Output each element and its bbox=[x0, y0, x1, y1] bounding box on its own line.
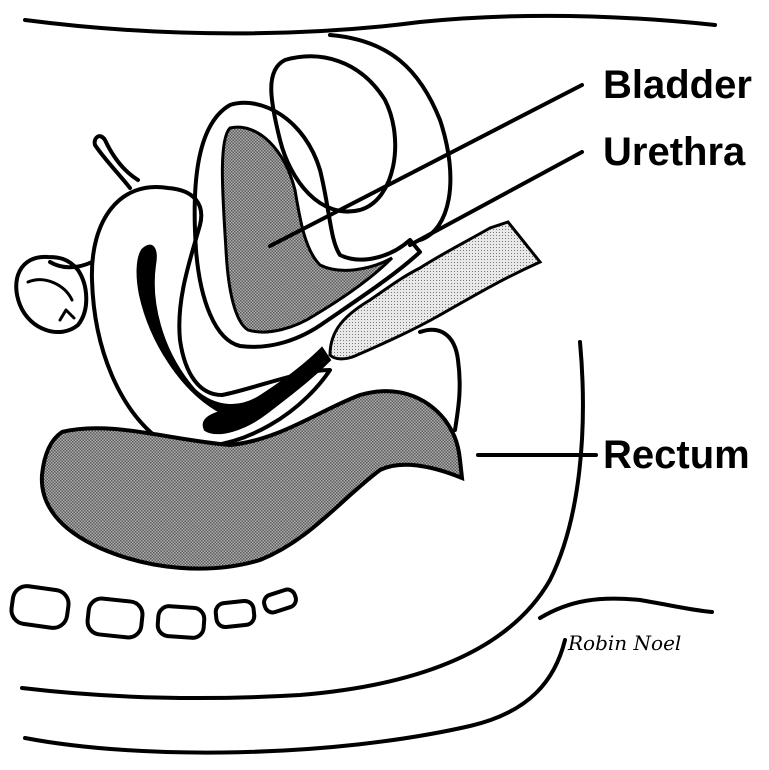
fallopian-tube bbox=[95, 136, 138, 188]
urethra-label: Urethra bbox=[603, 130, 746, 174]
vertebra-1 bbox=[10, 584, 71, 629]
rectum-label: Rectum bbox=[603, 433, 750, 477]
light-stippled-structure bbox=[330, 222, 540, 359]
bladder-label: Bladder bbox=[603, 63, 752, 107]
artist-signature: Robin Noel bbox=[567, 631, 681, 655]
ovary bbox=[16, 257, 86, 332]
vertebra-3 bbox=[157, 605, 205, 638]
vertebra-5 bbox=[262, 587, 298, 614]
body-outline-top bbox=[25, 16, 715, 34]
buttock-crease bbox=[540, 599, 712, 618]
vertebra-2 bbox=[86, 597, 143, 638]
vertebra-4 bbox=[215, 600, 255, 628]
ovary-inner bbox=[28, 280, 74, 320]
